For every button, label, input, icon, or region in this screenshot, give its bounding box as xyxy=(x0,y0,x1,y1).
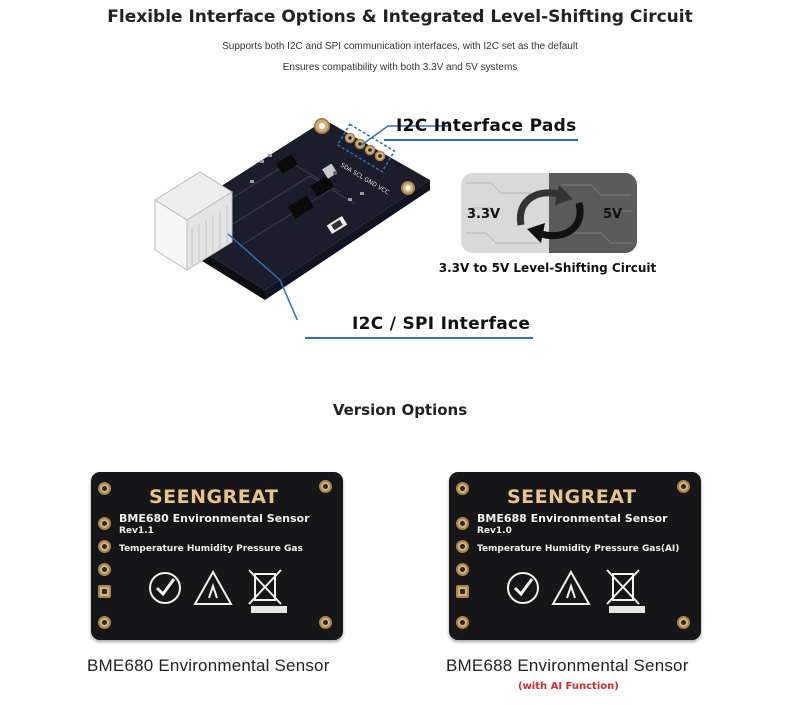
bme680-board-image: SEENGREAT BME680 Environmental Sensor Re… xyxy=(91,472,343,640)
board-revision: Rev1.0 xyxy=(477,526,512,536)
header-pad xyxy=(98,517,111,530)
check-icon xyxy=(513,578,534,597)
mounting-hole xyxy=(677,480,690,493)
callout-i2c-spi-interface: I2C / SPI Interface xyxy=(352,314,531,334)
bme680-model-label: BME680 Environmental Sensor xyxy=(87,656,330,675)
rohs-icon xyxy=(507,572,539,604)
sensor-module-illustration: SDA SCL GND VCC xyxy=(154,118,450,320)
voltage-low-label: 3.3V xyxy=(467,207,501,222)
header-pad xyxy=(456,482,469,495)
version-options-title: Version Options xyxy=(332,401,468,419)
callout-i2c-pads: I2C Interface Pads xyxy=(396,116,577,136)
board-features: Temperature Humidity Pressure Gas(AI) xyxy=(477,544,680,554)
board-name: BME688 Environmental Sensor xyxy=(477,512,668,525)
level-shift-graphic: 3.3V 5V xyxy=(461,173,637,253)
board-revision: Rev1.1 xyxy=(119,526,154,536)
weee-bin-icon xyxy=(612,573,634,601)
header-pad xyxy=(98,585,111,598)
callout-interface-underline xyxy=(305,337,533,339)
esd-warning-icon xyxy=(193,569,233,605)
brand-logo: SEENGREAT xyxy=(507,486,637,508)
header-pad xyxy=(456,563,469,576)
brand-logo: SEENGREAT xyxy=(149,486,279,508)
compliance-logos xyxy=(507,569,640,605)
level-shift-caption: 3.3V to 5V Level-Shifting Circuit xyxy=(438,261,657,275)
callout-i2c-pads-underline xyxy=(384,139,578,141)
board-features: Temperature Humidity Pressure Gas xyxy=(119,544,303,554)
check-icon xyxy=(155,578,176,597)
mounting-hole xyxy=(456,616,469,629)
mounting-hole xyxy=(319,480,332,493)
esd-warning-icon xyxy=(551,569,591,605)
weee-bin-icon xyxy=(254,573,276,601)
voltage-high-label: 5V xyxy=(603,207,623,222)
subtitle-interfaces: Supports both I2C and SPI communication … xyxy=(222,41,578,52)
silkscreen-bar xyxy=(251,606,287,613)
mounting-hole xyxy=(319,616,332,629)
header-pad xyxy=(98,482,111,495)
bme688-board-image: SEENGREAT BME688 Environmental Sensor Re… xyxy=(449,472,701,640)
silkscreen-bar xyxy=(609,606,645,613)
bme688-model-label: BME688 Environmental Sensor xyxy=(446,656,689,675)
header-pad xyxy=(456,585,469,598)
header-pad xyxy=(98,563,111,576)
compliance-logos xyxy=(149,569,282,605)
circuit-trace-pattern xyxy=(466,182,633,244)
ai-function-note: (with AI Function) xyxy=(518,681,619,692)
subtitle-compatibility: Ensures compatibility with both 3.3V and… xyxy=(282,62,518,73)
mounting-hole xyxy=(98,616,111,629)
header-pad xyxy=(456,540,469,553)
board-name: BME680 Environmental Sensor xyxy=(119,512,310,525)
header-pad xyxy=(456,517,469,530)
mounting-hole xyxy=(677,616,690,629)
page-title: Flexible Interface Options & Integrated … xyxy=(107,7,693,27)
rohs-icon xyxy=(149,572,181,604)
header-pad xyxy=(98,540,111,553)
